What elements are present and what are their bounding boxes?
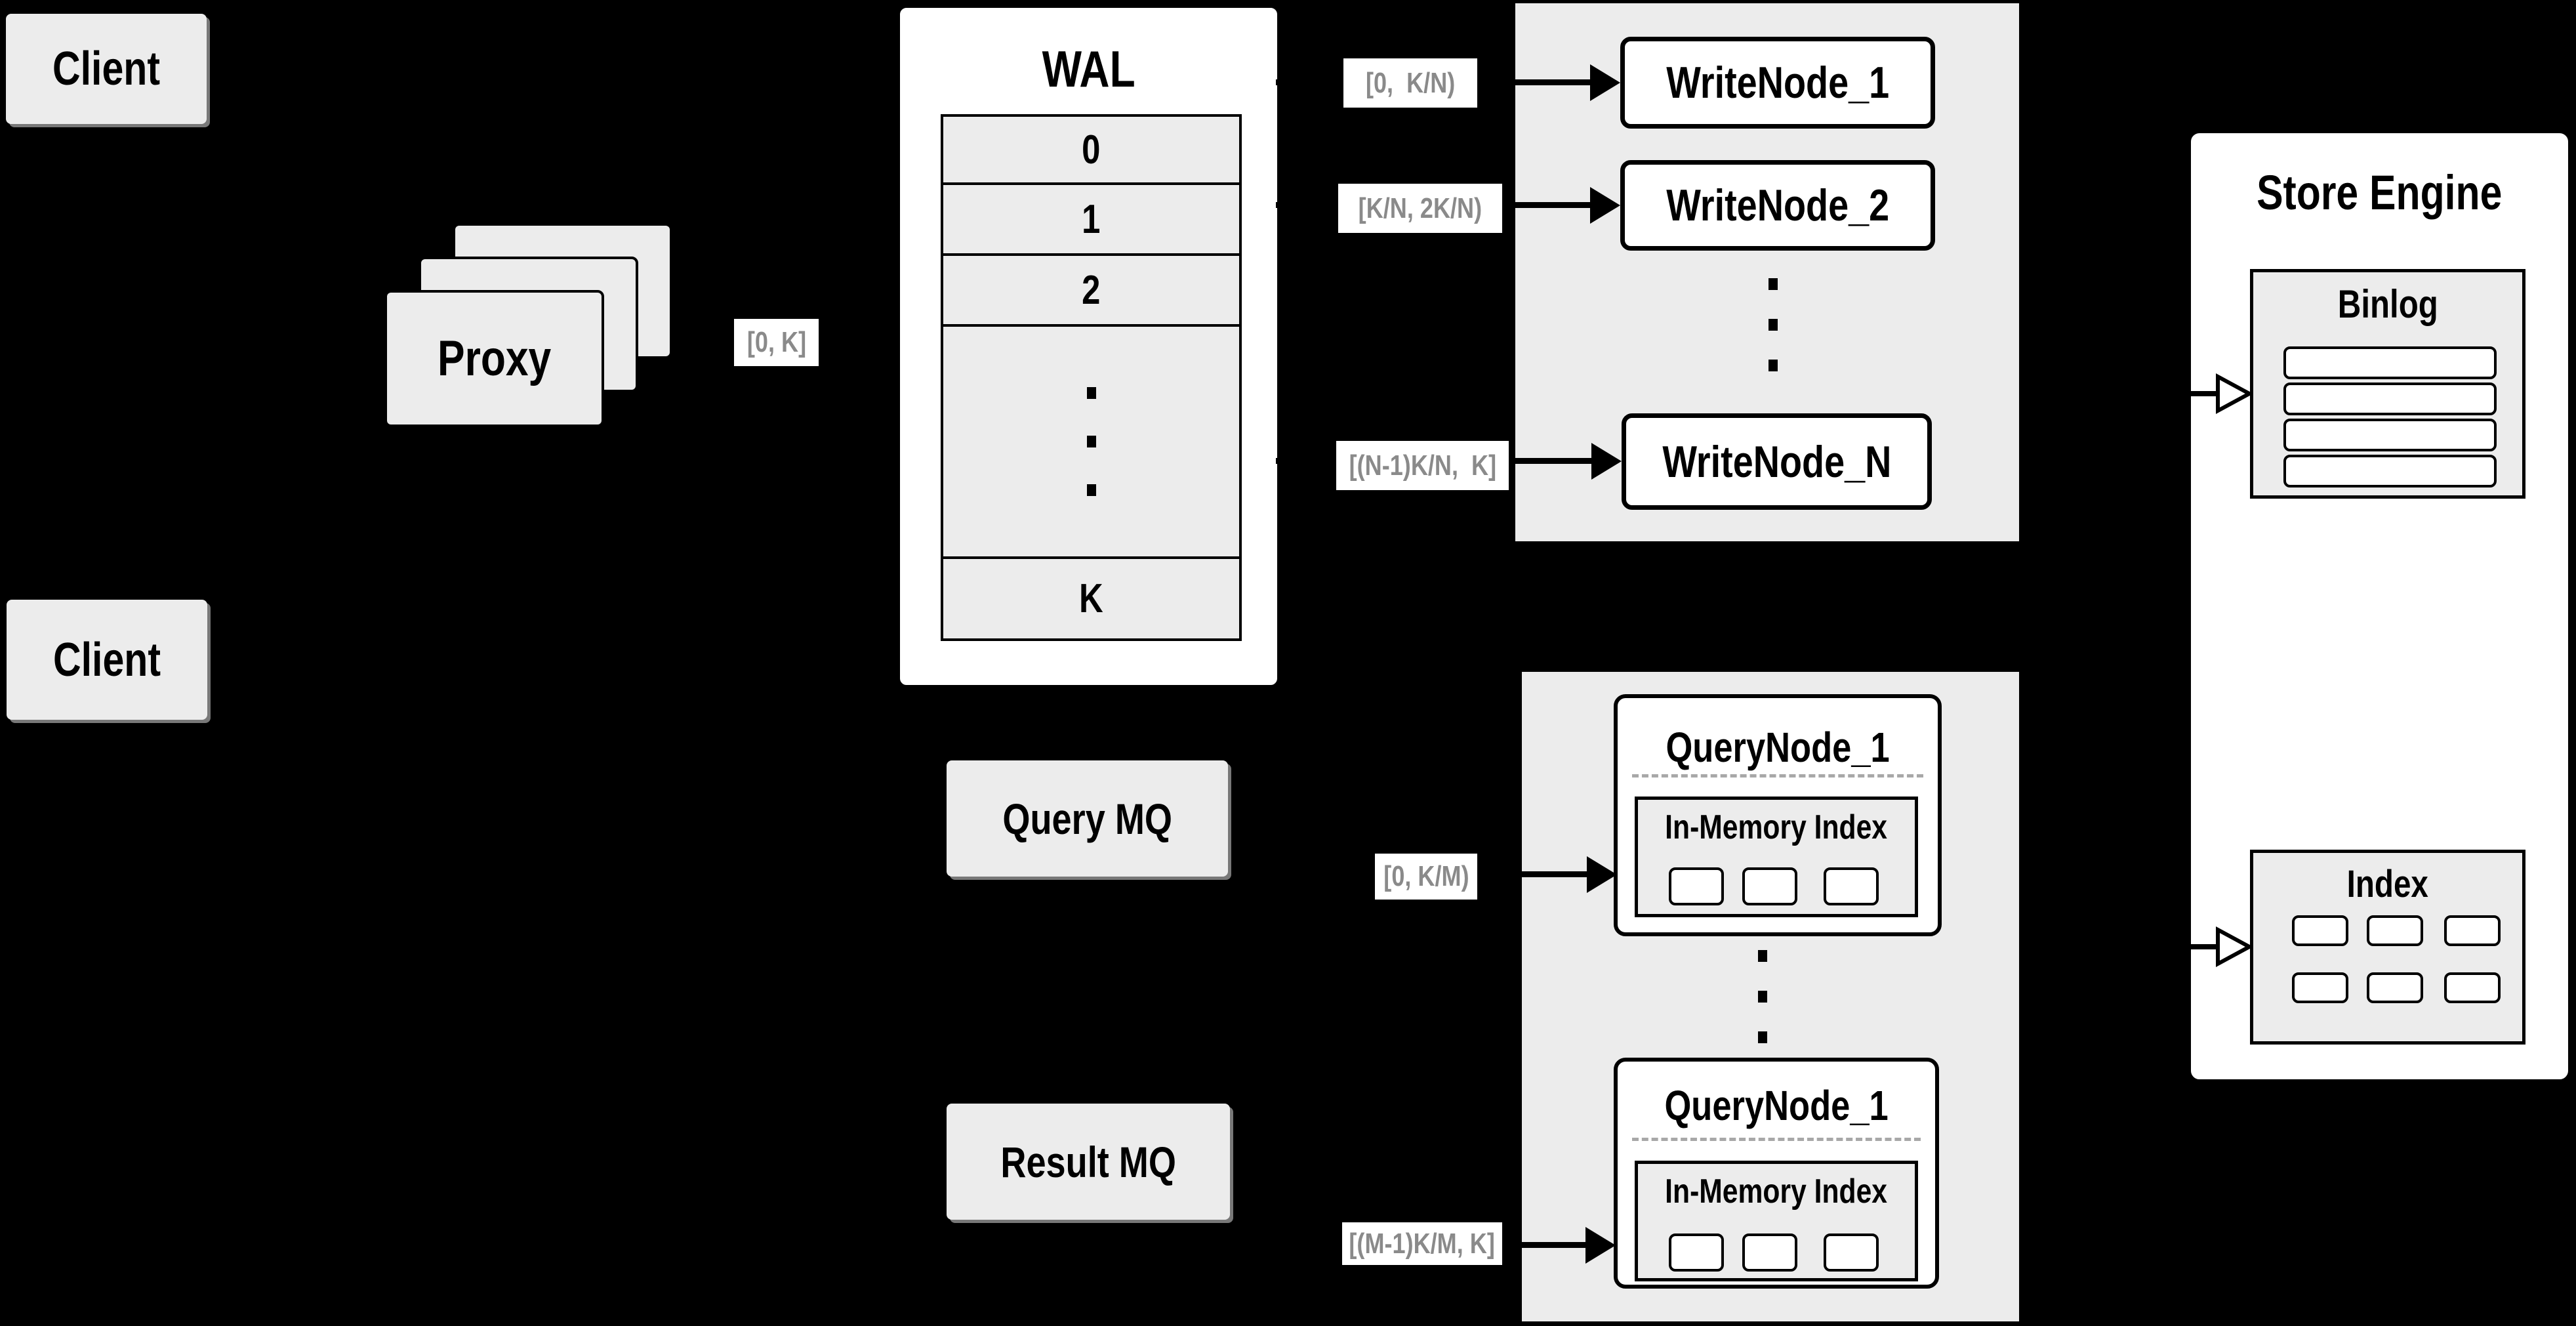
binlog-row	[2283, 419, 2497, 451]
client-top-label: Client	[52, 43, 160, 95]
in-memory-index-m: In-Memory Index	[1635, 1161, 1918, 1281]
index-box: Index	[2250, 850, 2525, 1045]
dashed-divider	[1632, 1138, 1921, 1141]
index-slot	[2292, 972, 2348, 1003]
index-slot	[2367, 915, 2423, 946]
query-node-1: QueryNode_1 In-Memory Index	[1614, 694, 1942, 936]
arrowhead-icon	[1587, 856, 1617, 893]
arrowhead-icon	[1590, 187, 1620, 224]
index-slot	[2292, 915, 2348, 946]
wal-segment-row: 1	[941, 182, 1242, 256]
store-engine-title: Store Engine	[2257, 165, 2503, 220]
binlog-row	[2283, 383, 2497, 415]
hollow-arrow-to-binlog	[2189, 373, 2252, 415]
edge-label-proxy-wal: [0, K]	[734, 319, 819, 366]
wal-box: WAL 0 1 2 K	[897, 5, 1280, 688]
index-title: Index	[2346, 863, 2429, 905]
memory-segment-slot	[1669, 1233, 1724, 1272]
wal-segment-table: 0 1 2 K	[941, 114, 1242, 641]
query-mq-node: Query MQ	[947, 760, 1228, 877]
index-slot	[2367, 972, 2423, 1003]
binlog-title: Binlog	[2337, 282, 2438, 326]
query-node-group: QueryNode_1 In-Memory Index QueryNode_1 …	[1522, 672, 2019, 1321]
in-memory-index-m-title: In-Memory Index	[1665, 1172, 1888, 1211]
index-slot	[2444, 915, 2501, 946]
index-slot	[2444, 972, 2501, 1003]
edge-label-querynode-m: [(M-1)K/M, K]	[1342, 1222, 1502, 1265]
hollow-arrow-to-index	[2189, 926, 2252, 968]
proxy-node: Proxy	[384, 290, 604, 427]
in-memory-index-1-title: In-Memory Index	[1665, 808, 1888, 846]
vertical-ellipsis-icon	[1768, 278, 1778, 371]
query-mq-label: Query MQ	[1002, 794, 1172, 843]
wal-segment-row: 0	[941, 114, 1242, 185]
query-node-m-title: QueryNode_1	[1664, 1082, 1889, 1129]
wal-segment-row-ellipsis	[941, 324, 1242, 559]
wal-segment-row: 2	[941, 253, 1242, 327]
memory-segment-slot	[1742, 867, 1797, 905]
memory-segment-slot	[1742, 1233, 1797, 1272]
query-node-m: QueryNode_1 In-Memory Index	[1614, 1058, 1939, 1289]
edge-label-writenode-1: [0, K/N)	[1343, 58, 1477, 108]
arrowhead-icon	[1591, 443, 1622, 480]
arrowhead-icon	[1590, 64, 1620, 101]
edge-label-querynode-1: [0, K/M)	[1375, 854, 1477, 900]
result-mq-node: Result MQ	[947, 1104, 1230, 1220]
binlog-row	[2283, 346, 2497, 379]
memory-segment-slot	[1824, 1233, 1879, 1272]
wal-segment-row: K	[941, 556, 1242, 641]
write-node-n: WriteNode_N	[1622, 413, 1932, 510]
proxy-label: Proxy	[437, 331, 552, 386]
write-node-1: WriteNode_1	[1620, 37, 1935, 129]
memory-segment-slot	[1824, 867, 1879, 905]
vertical-ellipsis-icon	[1758, 950, 1767, 1043]
in-memory-index-1: In-Memory Index	[1635, 797, 1918, 917]
wal-title: WAL	[1042, 40, 1135, 98]
arrowhead-icon	[1585, 1227, 1616, 1264]
binlog-row	[2283, 455, 2497, 487]
vertical-ellipsis-icon	[1086, 387, 1096, 496]
write-node-2: WriteNode_2	[1620, 160, 1935, 251]
query-node-1-title: QueryNode_1	[1666, 724, 1890, 771]
memory-segment-slot	[1669, 867, 1724, 905]
store-engine-box: Store Engine Binlog Index	[2188, 130, 2571, 1083]
client-node-top: Client	[6, 14, 207, 124]
edge-label-writenode-n: [(N-1)K/N, K]	[1336, 441, 1509, 490]
result-mq-label: Result MQ	[1000, 1137, 1176, 1186]
edge-label-writenode-2: [K/N, 2K/N)	[1338, 184, 1502, 233]
binlog-box: Binlog	[2250, 269, 2525, 499]
client-bottom-label: Client	[52, 633, 161, 686]
dashed-divider	[1632, 774, 1923, 777]
client-node-bottom: Client	[7, 600, 207, 720]
